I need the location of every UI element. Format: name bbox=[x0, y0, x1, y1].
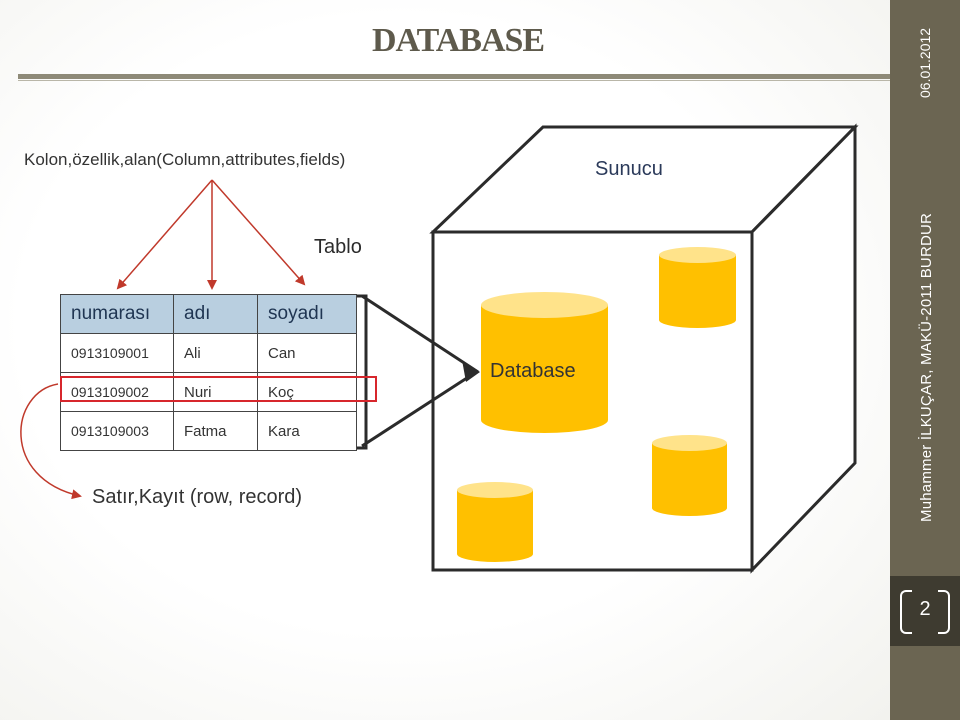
page-bracket-right bbox=[938, 590, 950, 634]
cell-adi: Nuri bbox=[173, 372, 258, 412]
cell-soyadi: Can bbox=[257, 333, 357, 373]
header-adi: adı bbox=[173, 294, 258, 334]
table-to-database-connector bbox=[356, 294, 480, 450]
highlighted-row-box bbox=[60, 376, 377, 402]
page-number: 2 bbox=[919, 598, 931, 620]
cylinder-small-bottom-left bbox=[457, 482, 533, 562]
row-arrow bbox=[20, 383, 82, 500]
page-bracket-left bbox=[900, 590, 912, 634]
cell-soyadi: Koç bbox=[257, 372, 357, 412]
cell-numarasi: 0913109001 bbox=[60, 333, 174, 373]
row-label: Satır,Kayıt (row, record) bbox=[92, 486, 303, 508]
table-header-row: numarası adı soyadı bbox=[60, 294, 357, 334]
column-arrows bbox=[116, 179, 306, 290]
diagram-art bbox=[20, 123, 859, 574]
header-soyadi: soyadı bbox=[257, 294, 357, 334]
column-label: Kolon,özellik,alan(Column,attributes,fie… bbox=[24, 150, 346, 169]
page-number-box: 2 bbox=[890, 576, 960, 646]
server-label: Sunucu bbox=[595, 158, 663, 180]
table-row: 0913109001 Ali Can bbox=[60, 333, 357, 373]
table-label: Tablo bbox=[314, 236, 362, 258]
data-table: numarası adı soyadı 0913109001 Ali Can 0… bbox=[60, 294, 357, 451]
title-divider-thin bbox=[18, 80, 890, 81]
cell-adi: Fatma bbox=[173, 411, 258, 451]
sidebar-author-text: Muhammer İLKUÇAR, MAKÜ-2011 BURDUR bbox=[918, 212, 935, 522]
cell-soyadi: Kara bbox=[257, 411, 357, 451]
table-row: 0913109002 Nuri Koç bbox=[60, 372, 357, 412]
cylinder-small-bottom-right bbox=[652, 435, 727, 516]
cell-adi: Ali bbox=[173, 333, 258, 373]
database-label: Database bbox=[490, 360, 576, 382]
slide-title: DATABASE bbox=[372, 22, 545, 59]
sidebar-date-text: 06.01.2012 bbox=[917, 27, 933, 98]
table-row: 0913109003 Fatma Kara bbox=[60, 411, 357, 451]
header-numarasi: numarası bbox=[60, 294, 174, 334]
cell-numarasi: 0913109002 bbox=[60, 372, 174, 412]
cell-numarasi: 0913109003 bbox=[60, 411, 174, 451]
cylinder-small-top-right bbox=[659, 247, 736, 328]
cylinder-database bbox=[481, 292, 608, 433]
title-divider bbox=[18, 74, 890, 79]
